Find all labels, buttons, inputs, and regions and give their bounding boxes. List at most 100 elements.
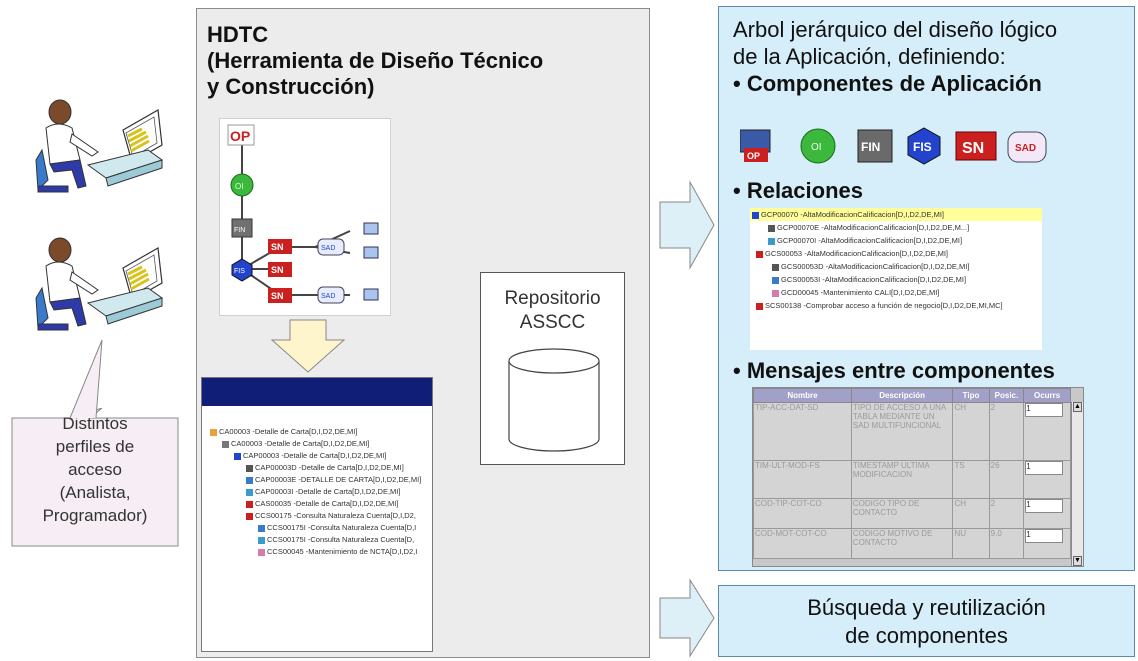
relation-row[interactable]: SCS00138 -Comprobar acceso a función de … xyxy=(750,299,1042,312)
sn-node-label: SN xyxy=(271,242,284,252)
relation-row[interactable]: GCP00070 -AltaModificacionCalificacion[D… xyxy=(750,208,1042,221)
component-tree-diagram: OP OI FIN FIS SN SN SN SAD SAD xyxy=(219,118,391,316)
relation-label: GCD00045 -Mantenimiento CALI[D,I,D2,DE,M… xyxy=(781,288,940,297)
relation-label: SCS00138 -Comprobar acceso a función de … xyxy=(765,301,1003,310)
column-header: Descripción xyxy=(850,388,954,403)
tree-row[interactable]: CAP00003E -DETALLE DE CARTA[D,I,D2,DE,MI… xyxy=(210,474,421,486)
table-row[interactable]: COD-TIP-COT-CO CODIGO TIPO DE CONTACTO C… xyxy=(753,498,1071,529)
fin-icon-label: FIN xyxy=(861,140,880,154)
relation-row[interactable]: GCP00070E -AltaModificacionCalificacion[… xyxy=(750,221,1042,234)
op-node-label: OP xyxy=(230,128,250,144)
component-tree-svg: OP OI FIN FIS SN SN SN SAD SAD xyxy=(227,124,379,304)
sn-node-label: SN xyxy=(271,265,284,275)
cell-occurs: 1 xyxy=(1023,498,1071,529)
cell-description: TIPO DE ACCESO A UNA TABLA MEDIANTE UN S… xyxy=(850,402,954,461)
occurs-input[interactable]: 1 xyxy=(1025,403,1064,417)
sad-icon: SAD xyxy=(1007,131,1047,163)
relation-label: GCS00053D -AltaModificacionCalificacion[… xyxy=(781,262,970,271)
intro-line: Arbol jerárquico del diseño lógico xyxy=(733,17,1058,42)
search-reuse-panel xyxy=(718,585,1135,657)
tree-row[interactable]: CCS00175I -Consulta Naturaleza Cuenta[D,… xyxy=(210,522,421,534)
intro-line: de la Aplicación, definiendo: xyxy=(733,44,1006,69)
relation-row[interactable]: GCS00053 -AltaModificacionCalificacion[D… xyxy=(750,247,1042,260)
cell-description: CODIGO MOTIVO DE CONTACTO xyxy=(850,528,954,559)
callout-line: Programador) xyxy=(42,506,148,525)
occurs-input[interactable]: 1 xyxy=(1025,499,1064,513)
scroll-down-icon[interactable]: ▼ xyxy=(1073,556,1082,566)
tree-row-label: CCS00045 -Mantenimiento de NCTA[D,I,D2,I xyxy=(267,547,418,556)
repository-box: Repositorio ASSCC xyxy=(480,272,625,465)
cell-name: COD-MOT-COT-CO xyxy=(753,528,852,559)
right-arrow-lower xyxy=(659,578,715,658)
tree-row[interactable]: CA00003 -Detalle de Carta[D,I,D2,DE,MI] xyxy=(210,438,421,450)
access-profiles-callout: Distintos perfiles de acceso (Analista, … xyxy=(15,412,175,527)
tree-row-label: CAP00003E -DETALLE DE CARTA[D,I,D2,DE,MI… xyxy=(255,475,422,484)
tree-row-label: CA00003 -Detalle de Carta[D,I,D2,DE,MI] xyxy=(219,427,358,436)
relation-row[interactable]: GCD00045 -Mantenimiento CALI[D,I,D2,DE,M… xyxy=(750,286,1042,299)
oi-node-label: OI xyxy=(235,182,243,191)
cell-position: 9.0 xyxy=(988,528,1025,559)
occurs-input[interactable]: 1 xyxy=(1025,529,1064,543)
scroll-up-icon[interactable]: ▲ xyxy=(1073,402,1082,412)
repository-label-line: Repositorio xyxy=(504,288,601,309)
cell-type: NU xyxy=(952,528,990,559)
relation-label: GCP00070E -AltaModificacionCalificacion[… xyxy=(777,223,970,232)
sn-icon-label: SN xyxy=(962,140,984,157)
tree-row[interactable]: CAS00035 -Detalle de Carta[D,I,D2,DE,MI] xyxy=(210,498,421,510)
user-programmer-illustration xyxy=(35,237,164,331)
tree-row-label: CA00003 -Detalle de Carta[D,I,D2,DE,MI] xyxy=(231,439,370,448)
component-icon xyxy=(772,276,779,284)
relation-row[interactable]: GCS00053D -AltaModificacionCalificacion[… xyxy=(750,260,1042,273)
cell-occurs: 1 xyxy=(1023,528,1071,559)
fis-icon-label: FIS xyxy=(913,140,932,154)
tree-row[interactable]: CA00003 -Detalle de Carta[D,I,D2,DE,MI] xyxy=(210,426,421,438)
table-scrollbar[interactable]: ▲ ▼ xyxy=(1071,402,1083,566)
column-header: Ocurrs xyxy=(1023,388,1071,403)
repository-label-line: ASSCC xyxy=(519,312,586,333)
tree-row[interactable]: CAP00003 -Detalle de Carta[D,I,D2,DE,MI] xyxy=(210,450,421,462)
tree-row[interactable]: CCS00045 -Mantenimiento de NCTA[D,I,D2,I xyxy=(210,546,421,558)
table-header-row: Nombre Descripción Tipo Posic. Ocurrs xyxy=(753,388,1071,403)
tree-row[interactable]: CAP00003I -Detalle de Carta[D,I,D2,DE,MI… xyxy=(210,486,421,498)
tree-row-label: CCS00175I -Consulta Naturaleza Cuenta[D,… xyxy=(267,523,417,532)
table-row[interactable]: COD-MOT-COT-CO CODIGO MOTIVO DE CONTACTO… xyxy=(753,528,1071,559)
column-header: Nombre xyxy=(753,388,852,403)
database-cylinder-icon xyxy=(508,348,600,452)
occurs-input[interactable]: 1 xyxy=(1025,461,1064,475)
callout-line: perfiles de xyxy=(55,437,135,456)
relation-row[interactable]: GCS00053I -AltaModificacionCalificacion[… xyxy=(750,273,1042,286)
tree-row-label: CAS00035 -Detalle de Carta[D,I,D2,DE,MI] xyxy=(255,499,399,508)
fin-icon: FIN xyxy=(857,129,893,163)
relation-row[interactable]: GCP00070I -AltaModificacionCalificacion[… xyxy=(750,234,1042,247)
cell-position: 2 xyxy=(988,498,1025,529)
tree-row[interactable]: CCS00175I -Consulta Naturaleza Cuenta[D, xyxy=(210,534,421,546)
component-icon xyxy=(258,524,265,532)
cell-position: 2 xyxy=(988,402,1025,461)
tree-row[interactable]: CAP00003D -Detalle de Carta[D,I,D2,DE,MI… xyxy=(210,462,421,474)
hdtc-title-line: HDTC xyxy=(207,22,269,47)
component-icon xyxy=(246,512,253,520)
cell-occurs: 1 xyxy=(1023,460,1071,499)
bullet-relations: • Relaciones xyxy=(733,178,863,203)
callout-line: (Analista, xyxy=(59,483,131,502)
table-row[interactable]: TIM-ULT-MOD-FS TIMESTAMP ULTIMA MODIFICA… xyxy=(753,460,1071,499)
cell-description: TIMESTAMP ULTIMA MODIFICACION xyxy=(850,460,954,499)
callout-pointer-line xyxy=(69,339,103,419)
sad-node-label: SAD xyxy=(321,245,335,252)
screenshot-tree: CA00003 -Detalle de Carta[D,I,D2,DE,MI] … xyxy=(210,426,421,558)
hdtc-title-line: y Construcción) xyxy=(207,74,375,99)
cell-occurs: 1 xyxy=(1023,402,1071,461)
component-icon xyxy=(772,263,779,271)
hdtc-title: HDTC (Herramienta de Diseño Técnico y Co… xyxy=(207,22,543,100)
tree-row[interactable]: CCS00175 -Consulta Naturaleza Cuenta[D,I… xyxy=(210,510,421,522)
component-icon xyxy=(752,211,759,219)
table-row[interactable]: TIP-ACC-DAT-SD TIPO DE ACCESO A UNA TABL… xyxy=(753,402,1071,461)
messages-table: Nombre Descripción Tipo Posic. Ocurrs TI… xyxy=(752,387,1084,567)
cell-name: TIM-ULT-MOD-FS xyxy=(753,460,852,499)
cell-type: TS xyxy=(952,460,990,499)
relation-label: GCS00053I -AltaModificacionCalificacion[… xyxy=(781,275,967,284)
component-icon xyxy=(246,476,253,484)
relations-tree: GCP00070 -AltaModificacionCalificacion[D… xyxy=(750,208,1042,350)
user-analyst-illustration xyxy=(35,99,164,193)
search-reuse-text: Búsqueda y reutilización de componentes xyxy=(718,594,1135,650)
